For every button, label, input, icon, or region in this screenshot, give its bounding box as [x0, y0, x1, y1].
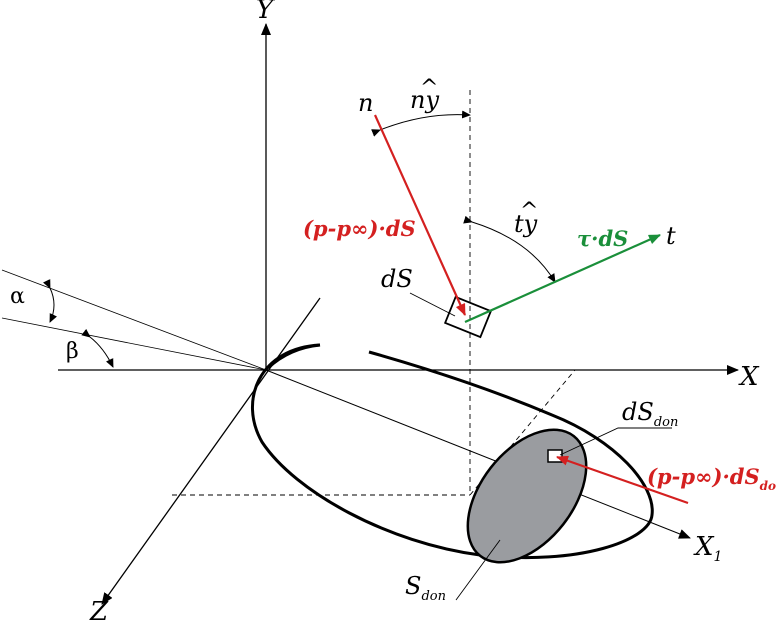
beta-label: β: [66, 339, 79, 364]
beta-arc: [81, 328, 114, 368]
s-don-label-main: S: [405, 572, 421, 600]
normal-direction-line: [373, 114, 467, 316]
ny-angle-arc: [371, 110, 471, 137]
ny-angle-hat: ^: [420, 76, 438, 101]
ny-angle-label: ny: [410, 86, 439, 114]
ds-don-leader-line: [559, 427, 672, 456]
ds-label: dS: [381, 265, 413, 293]
ty-angle-arc: [463, 215, 556, 283]
x1-axis-label: X1: [693, 532, 722, 565]
ds-don-label: dSdon: [622, 398, 678, 430]
shear-force-vector: [464, 233, 661, 324]
x1-axis: [265, 369, 691, 539]
surface-element-ds-don: [547, 449, 563, 463]
s-don-label-sub: don: [421, 589, 446, 604]
base-pressure-force-vector: [556, 455, 689, 505]
y-axis-label: Y: [256, 0, 276, 25]
z-axis: [101, 297, 321, 605]
ds-don-label-sub: don: [654, 415, 679, 430]
x-axis-label: X: [738, 362, 760, 392]
x1-axis-label-main: X: [693, 532, 715, 562]
beta-reference-line: [1, 317, 267, 371]
body-outline-upper: [266, 343, 321, 370]
surface-element-ds: [443, 295, 493, 339]
base-pressure-force-label: (p-p∞)·dSdon: [647, 464, 776, 493]
alpha-label: α: [10, 284, 25, 309]
normal-label-n: n: [358, 89, 373, 117]
pressure-force-label: (p-p∞)·dS: [303, 216, 416, 241]
alpha-reference-line: [1, 269, 267, 371]
base-pressure-force-label-main: (p-p∞)·dS: [647, 464, 760, 489]
ds-don-label-main: dS: [622, 398, 654, 426]
ty-angle-hat: ^: [520, 199, 538, 224]
s-don-leader-line: [455, 539, 501, 601]
ds-leader-line: [409, 292, 456, 317]
alpha-arc: [42, 279, 58, 323]
z-axis-label: Z: [89, 597, 109, 623]
ty-angle-label: ty: [514, 210, 538, 238]
base-pressure-force-label-sub: don: [760, 479, 776, 493]
body-outline-lower: [251, 343, 654, 560]
shear-force-label: τ·dS: [577, 226, 628, 251]
x1-axis-label-sub: 1: [714, 549, 723, 565]
s-don-label: Sdon: [405, 572, 446, 604]
tangent-label-t: t: [666, 222, 676, 250]
